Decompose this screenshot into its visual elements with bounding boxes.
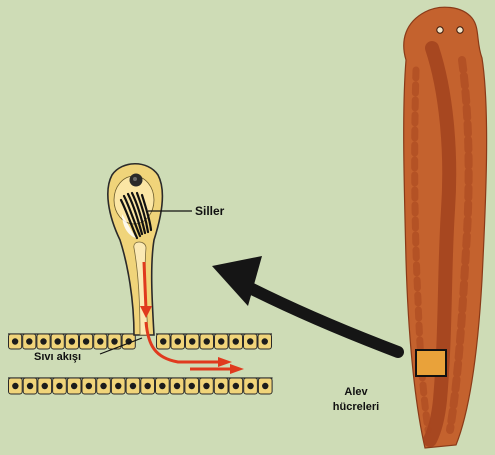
- cell-nucleus: [247, 383, 253, 389]
- flame-cells-label-line2: hücreleri: [333, 401, 379, 413]
- cell-nucleus: [56, 383, 62, 389]
- cell-nucleus: [218, 383, 224, 389]
- cell-nucleus: [160, 338, 166, 344]
- tubule-wall-upper-left: [8, 334, 136, 349]
- cell-nucleus: [26, 338, 32, 344]
- flame-cell-location-box: [416, 350, 446, 376]
- cell-nucleus: [42, 383, 48, 389]
- cell-nucleus: [40, 338, 46, 344]
- cell-nucleus: [100, 383, 106, 389]
- cell-nucleus: [175, 338, 181, 344]
- cell-nucleus: [144, 383, 150, 389]
- flame-cells-label-line1: Alev: [344, 386, 368, 398]
- cell-nucleus: [12, 338, 18, 344]
- cell-nucleus: [55, 338, 61, 344]
- cilia-label: Siller: [195, 204, 225, 218]
- cell-nucleus: [218, 338, 224, 344]
- cell-nucleus: [189, 383, 195, 389]
- flatworm-eye-right: [457, 27, 463, 33]
- cell-nucleus: [262, 338, 268, 344]
- flow-arrow-down: [144, 262, 146, 310]
- cell-nucleus: [115, 383, 121, 389]
- cell-nucleus: [83, 338, 89, 344]
- cell-nucleus: [159, 383, 165, 389]
- cell-nucleus: [71, 383, 77, 389]
- cell-nucleus: [233, 338, 239, 344]
- cell-nucleus: [247, 338, 253, 344]
- cell-nucleus: [262, 383, 268, 389]
- fluid-flow-label: Sıvı akışı: [34, 351, 81, 363]
- cell-nucleus: [204, 338, 210, 344]
- cell-nucleus: [203, 383, 209, 389]
- cell-nucleus: [27, 383, 33, 389]
- flatworm-eye-left: [437, 27, 443, 33]
- cell-nucleus: [12, 383, 18, 389]
- cell-nucleus: [189, 338, 195, 344]
- cell-nucleus: [97, 338, 103, 344]
- cell-nucleus: [111, 338, 117, 344]
- cell-nucleus: [86, 383, 92, 389]
- cell-nucleus: [174, 383, 180, 389]
- cell-nucleus: [69, 338, 75, 344]
- flame-cell-nucleus-dot: [133, 177, 137, 181]
- cell-nucleus: [130, 383, 136, 389]
- cell-nucleus: [233, 383, 239, 389]
